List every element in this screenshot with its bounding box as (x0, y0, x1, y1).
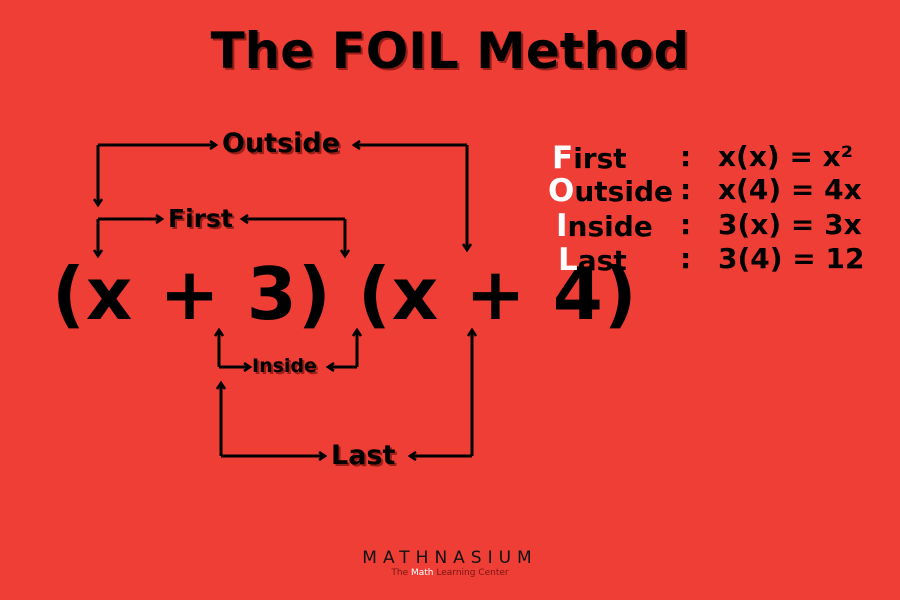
page-title: The FOIL Method (210, 22, 690, 80)
mathnasium-logo: MATHNASIUM The Math Learning Center (0, 548, 900, 578)
term-result: 3(x) = 3x (718, 208, 862, 241)
logo-tagline: The Math Learning Center (391, 568, 509, 578)
term-result: 3(4) = 12 (718, 242, 865, 275)
term-label: Outside (548, 173, 673, 209)
term-label: First (552, 140, 627, 176)
binomial-expression: (x + 3) (x + 4) (52, 252, 638, 336)
term-label: Last (558, 242, 627, 278)
term-initial: F (552, 140, 574, 176)
term-initial: O (548, 173, 575, 209)
first-label: First (168, 204, 233, 233)
outside-label: Outside (222, 128, 341, 159)
colon: : (680, 242, 692, 275)
colon: : (680, 173, 692, 206)
term-result: x(4) = 4x (718, 173, 862, 206)
term-initial: I (556, 208, 568, 244)
term-label: Inside (556, 208, 653, 244)
logo-wordmark: MATHNASIUM (362, 548, 538, 568)
last-label: Last (331, 440, 396, 471)
colon: : (680, 140, 692, 173)
term-initial: L (558, 242, 578, 278)
term-result: x(x) = x² (718, 140, 853, 173)
inside-label: Inside (252, 355, 317, 377)
colon: : (680, 208, 692, 241)
